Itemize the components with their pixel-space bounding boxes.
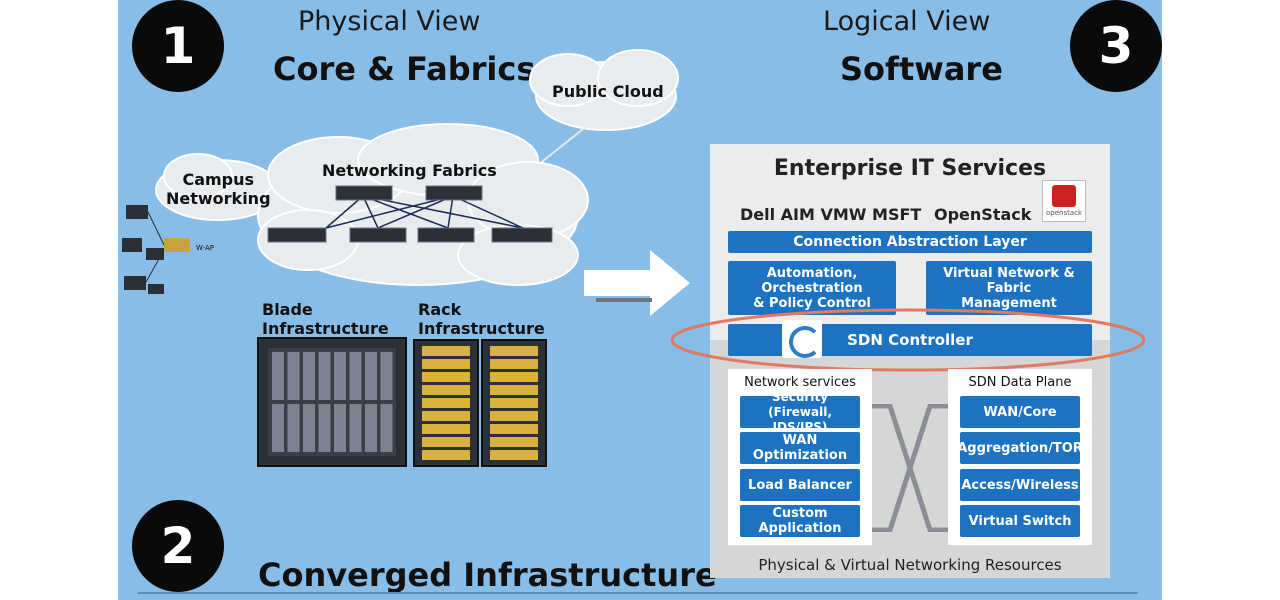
- logical-view-label: Logical View: [823, 6, 991, 37]
- network-illustration: W-AP: [122, 49, 679, 467]
- arrow-right-icon: [584, 250, 690, 316]
- blade-slot: [365, 352, 377, 400]
- cloud-link-line: [537, 124, 589, 166]
- blade-slot: [349, 352, 362, 400]
- rack-drive: [422, 411, 470, 421]
- campus-cloud-shape: [155, 153, 281, 221]
- access-wireless-box: Access/Wireless: [960, 469, 1080, 501]
- network-services-title: Network services: [744, 375, 856, 390]
- blade-slot: [303, 352, 315, 400]
- w-ap-label: W-AP: [196, 244, 214, 252]
- rack-drive: [422, 424, 470, 434]
- diagram-panel: 1 2 3 Physical View Core & Fabrics Logic…: [118, 0, 1162, 600]
- openstack-logo-text: openstack: [1045, 209, 1083, 217]
- openstack-logo-mark: [1052, 185, 1076, 207]
- networking-fabrics-label: Networking Fabrics: [322, 161, 497, 180]
- blade-slot: [287, 404, 300, 452]
- rack-drive: [490, 372, 538, 382]
- arrow-shadow-bar: [596, 298, 652, 302]
- blade-slot: [365, 404, 377, 452]
- blade-infrastructure-label: Blade Infrastructure: [262, 300, 389, 338]
- load-balancer-box: Load Balancer: [740, 469, 860, 501]
- virtual-switch-box: Virtual Switch: [960, 505, 1080, 537]
- rack-drive: [422, 398, 470, 408]
- core-fabrics-title: Core & Fabrics: [273, 50, 536, 88]
- blade-slot: [318, 404, 331, 452]
- enterprise-it-services-title: Enterprise IT Services: [773, 156, 1047, 181]
- blade-slot: [334, 352, 346, 400]
- aggregation-tor-box: Aggregation/TOR: [957, 432, 1083, 464]
- rack-drive: [490, 398, 538, 408]
- converged-infrastructure-title: Converged Infrastructure: [258, 556, 717, 594]
- rack-drive: [490, 424, 538, 434]
- virtual-network-management-box: Virtual Network & Fabric Management: [926, 261, 1092, 315]
- badge-one: 1: [132, 0, 224, 92]
- rack-drive: [490, 385, 538, 395]
- blade-slot: [349, 404, 362, 452]
- public-cloud-shape: [529, 49, 679, 131]
- rack-drive: [490, 411, 538, 421]
- rack-drive: [422, 346, 470, 356]
- badge-three: 3: [1070, 0, 1162, 92]
- rack-drive: [422, 450, 470, 460]
- blade-slots: [272, 352, 393, 452]
- automation-orchestration-box: Automation, Orchestration & Policy Contr…: [728, 261, 896, 315]
- blade-slot: [272, 404, 284, 452]
- rack-drive: [490, 359, 538, 369]
- software-title: Software: [840, 50, 1003, 88]
- blade-slot: [380, 404, 393, 452]
- vendor-list: Dell AIM VMW MSFT: [740, 205, 922, 224]
- physical-view-label: Physical View: [298, 6, 481, 37]
- campus-devices: [122, 205, 190, 294]
- fabric-links: [325, 195, 524, 229]
- blade-slot: [380, 352, 393, 400]
- bottom-rule: [138, 592, 1138, 594]
- badge-two: 2: [132, 500, 224, 592]
- public-cloud-label: Public Cloud: [552, 82, 664, 101]
- wan-optimization-box: WAN Optimization: [740, 432, 860, 464]
- blade-slot: [334, 404, 346, 452]
- openstack-logo: openstack: [1042, 180, 1086, 222]
- cross-connect-lines: [872, 404, 948, 532]
- rack-infrastructure-label: Rack Infrastructure: [418, 300, 545, 338]
- rack-drives: [422, 346, 538, 460]
- campus-networking-label: Campus Networking: [166, 170, 271, 208]
- networking-fabrics-cloud-shape: [257, 123, 589, 286]
- networking-resources-footer: Physical & Virtual Networking Resources: [758, 556, 1062, 574]
- sdn-controller-highlight-ring: [670, 308, 1146, 372]
- blade-slot: [272, 352, 284, 400]
- rack-drive: [422, 437, 470, 447]
- rack-drive: [490, 346, 538, 356]
- rack-drive: [490, 450, 538, 460]
- wan-core-box: WAN/Core: [960, 396, 1080, 428]
- openstack-label: OpenStack: [934, 205, 1032, 224]
- rack-drive: [422, 385, 470, 395]
- connection-abstraction-layer: Connection Abstraction Layer: [728, 231, 1092, 253]
- rack-drive: [422, 359, 470, 369]
- fabric-switches: [267, 185, 553, 243]
- custom-application-box: Custom Application: [740, 505, 860, 537]
- rack-drive: [422, 372, 470, 382]
- blade-slot: [318, 352, 331, 400]
- rack-drive: [490, 437, 538, 447]
- security-box: Security (Firewall, IDS/IPS): [740, 390, 860, 434]
- blade-slot: [287, 352, 300, 400]
- sdn-data-plane-title: SDN Data Plane: [968, 375, 1072, 390]
- blade-slot: [303, 404, 315, 452]
- sdn-controller-logo-icon: [782, 320, 822, 358]
